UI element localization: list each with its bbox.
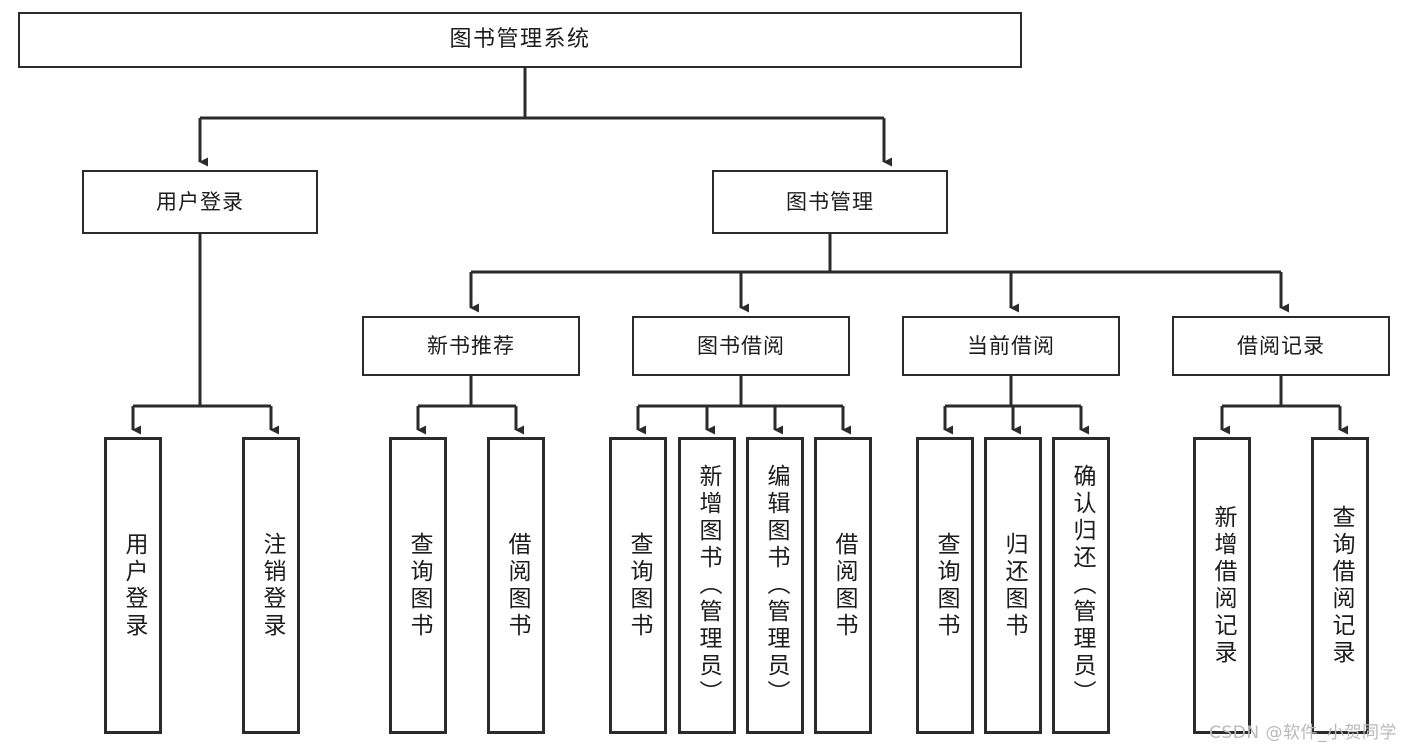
node-label: 编辑图书（管理员） <box>762 464 789 707</box>
node-leaf-borrow-book[interactable]: 借阅图书 <box>814 437 872 734</box>
node-label: 查询借阅记录 <box>1327 504 1354 667</box>
node-book-management[interactable]: 图书管理 <box>712 170 948 234</box>
node-leaf-add-borrow-record[interactable]: 新增借阅记录 <box>1193 437 1251 734</box>
node-root-book-management-system[interactable]: 图书管理系统 <box>18 12 1022 68</box>
node-label: 图书管理 <box>786 189 874 214</box>
node-leaf-query-borrow-record[interactable]: 查询借阅记录 <box>1311 437 1369 734</box>
node-label: 图书借阅 <box>697 333 785 358</box>
node-label: 新书推荐 <box>427 333 515 358</box>
node-label: 用户登录 <box>120 531 147 640</box>
node-leaf-edit-book-admin[interactable]: 编辑图书（管理员） <box>746 437 804 734</box>
node-user-login[interactable]: 用户登录 <box>82 170 318 234</box>
node-label: 借阅记录 <box>1237 333 1325 358</box>
node-label: 新增图书（管理员） <box>694 464 721 707</box>
node-label: 查询图书 <box>405 531 432 640</box>
node-leaf-return-book[interactable]: 归还图书 <box>984 437 1042 734</box>
node-label: 借阅图书 <box>830 531 857 640</box>
node-label: 新增借阅记录 <box>1209 504 1236 667</box>
node-new-book-recommendation[interactable]: 新书推荐 <box>362 316 580 376</box>
node-label: 当前借阅 <box>967 333 1055 358</box>
node-label: 用户登录 <box>156 189 244 214</box>
node-label: 归还图书 <box>1000 531 1027 640</box>
node-label: 确认归还（管理员） <box>1068 464 1095 707</box>
node-book-borrowing[interactable]: 图书借阅 <box>632 316 850 376</box>
node-label: 借阅图书 <box>503 531 530 640</box>
node-leaf-logout[interactable]: 注销登录 <box>242 437 300 734</box>
csdn-watermark: CSDN @软件_小贺同学 <box>1209 723 1397 743</box>
node-label: 图书管理系统 <box>449 27 591 53</box>
node-label: 查询图书 <box>932 531 959 640</box>
node-leaf-borrow-book-recommend[interactable]: 借阅图书 <box>487 437 545 734</box>
node-label: 查询图书 <box>625 531 652 640</box>
node-current-borrowing[interactable]: 当前借阅 <box>902 316 1120 376</box>
node-leaf-confirm-return-admin[interactable]: 确认归还（管理员） <box>1052 437 1110 734</box>
node-label: 注销登录 <box>258 531 285 640</box>
node-leaf-query-book-borrow[interactable]: 查询图书 <box>609 437 667 734</box>
node-leaf-add-book-admin[interactable]: 新增图书（管理员） <box>678 437 736 734</box>
node-leaf-user-login[interactable]: 用户登录 <box>104 437 162 734</box>
node-leaf-query-book-current[interactable]: 查询图书 <box>916 437 974 734</box>
node-borrowing-record[interactable]: 借阅记录 <box>1172 316 1390 376</box>
node-leaf-query-book-recommend[interactable]: 查询图书 <box>389 437 447 734</box>
